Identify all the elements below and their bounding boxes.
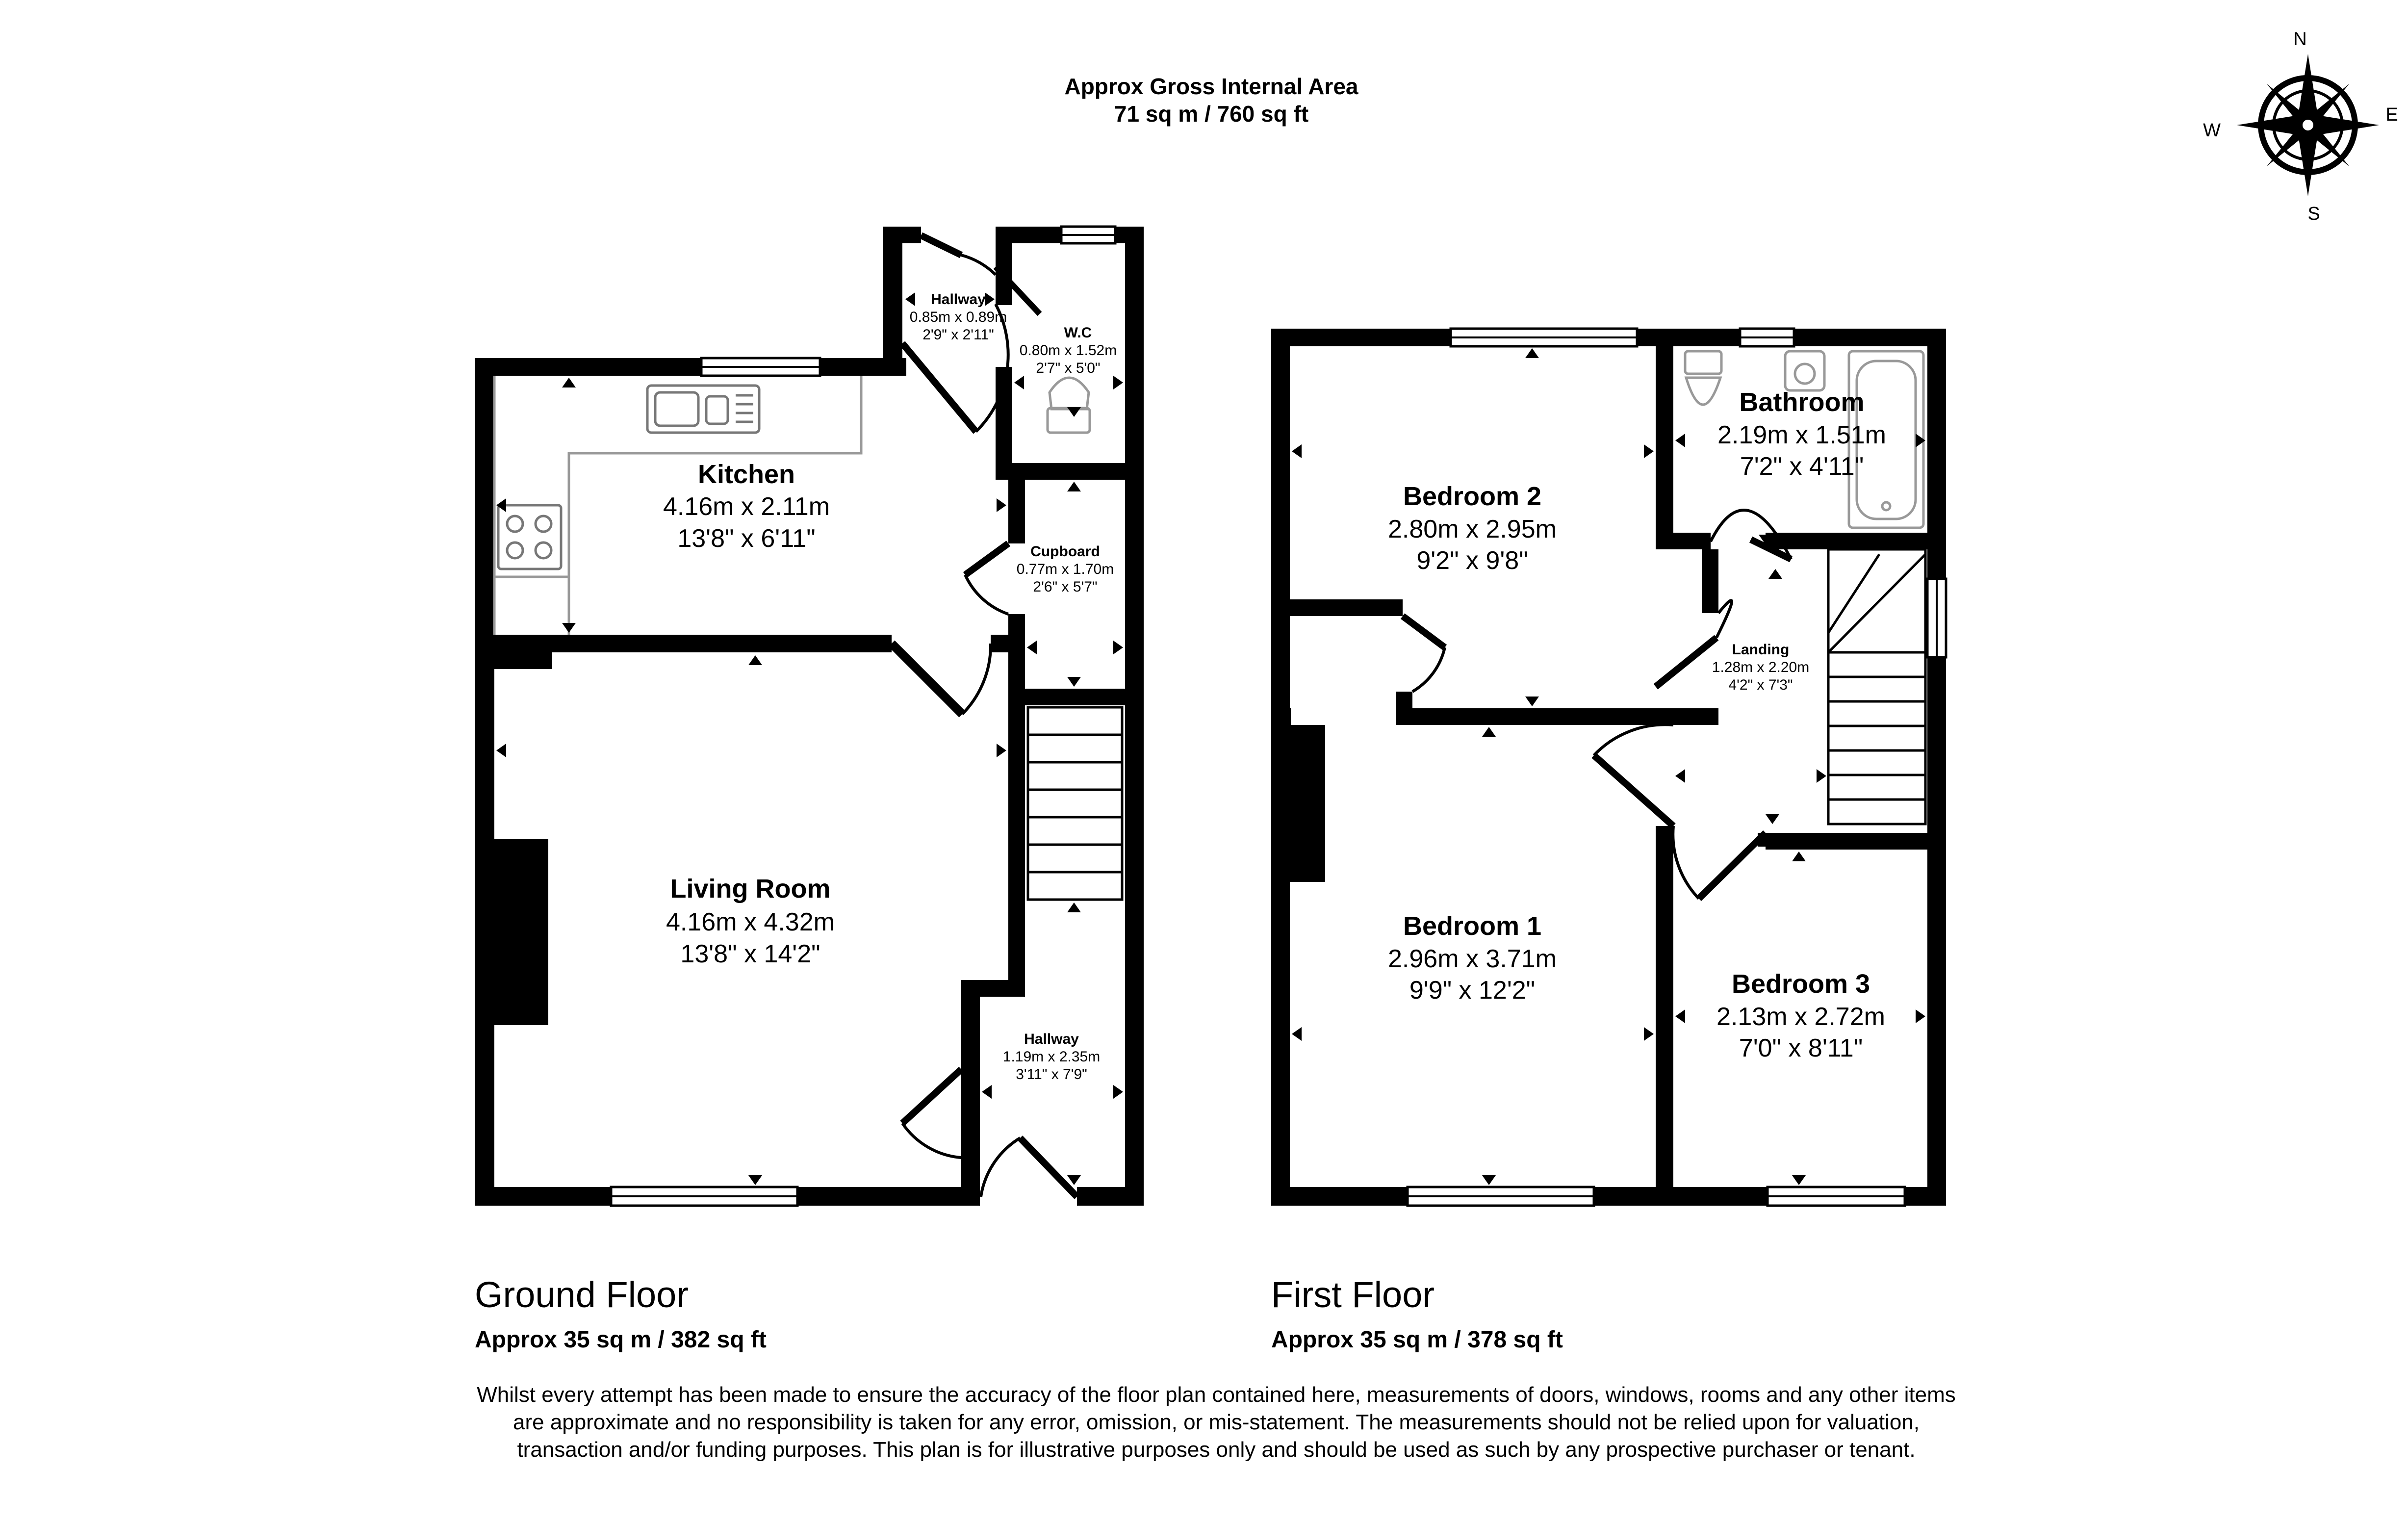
cupboard-metric: 0.77m x 1.70m [1017,561,1114,577]
bedroom-3-metric: 2.13m x 2.72m [1716,1003,1885,1031]
first-floor-dimension-arrows [1292,348,1925,1185]
bedroom-1-metric: 2.96m x 3.71m [1388,945,1557,973]
first-floor-staircase [1827,548,1927,826]
cupboard-name: Cupboard [1030,543,1100,560]
living-room-name: Living Room [670,874,831,903]
bedroom-3-imperial: 7'0" x 8'11" [1739,1034,1863,1062]
first-floor-windows [1406,327,1947,1207]
sink-icon [646,384,761,434]
bedroom-3-name: Bedroom 3 [1732,969,1870,999]
kitchen-imperial: 13'8" x 6'11" [677,524,815,553]
kitchen-metric: 4.16m x 2.11m [663,492,830,521]
cupboard-imperial: 2'6" x 5'7" [1033,579,1097,595]
bedroom-1-name: Bedroom 1 [1403,911,1541,941]
ground-floor-windows [610,225,1117,1207]
compass-east-label: E [2385,104,2398,125]
bedroom-1-imperial: 9'9" x 12'2" [1409,976,1535,1005]
wc-imperial: 2'7" x 5'0" [1036,360,1100,376]
hallway-small-imperial: 2'9" x 2'11" [922,327,994,343]
ground-floor-area: Approx 35 sq m / 382 sq ft [475,1327,767,1353]
gross-area-value: 71 sq m / 760 sq ft [1114,101,1309,127]
ground-floor-doors [888,232,1080,1199]
ground-floor-dimension-arrows [496,292,1123,1185]
bedroom-2-imperial: 9'2" x 9'8" [1416,546,1528,575]
bedroom-2-name: Bedroom 2 [1403,482,1541,511]
bathroom-name: Bathroom [1740,387,1865,417]
wc-metric: 0.80m x 1.52m [1020,342,1117,359]
living-room-imperial: 13'8" x 14'2" [680,940,820,968]
disclaimer-text: Whilst every attempt has been made to en… [477,1383,1956,1462]
gross-area-header: Approx Gross Internal Area 71 sq m / 760… [966,73,1457,128]
ground-floor-title: Ground Floor [475,1274,689,1315]
hallway-imperial: 3'11" x 7'9" [1016,1066,1087,1083]
bathroom-metric: 2.19m x 1.51m [1717,421,1886,449]
first-floor-area: Approx 35 sq m / 378 sq ft [1271,1327,1563,1353]
hallway-metric: 1.19m x 2.35m [1003,1049,1100,1065]
bathroom-imperial: 7'2" x 4'11" [1740,452,1864,481]
gross-area-title: Approx Gross Internal Area [1064,74,1358,99]
landing-name: Landing [1732,642,1790,658]
compass-north-label: N [2293,29,2306,50]
living-room-metric: 4.16m x 4.32m [666,908,835,936]
ground-floor-staircase [1026,706,1124,901]
compass-south-label: S [2307,204,2320,224]
kitchen-worktop [493,376,863,635]
landing-metric: 1.28m x 2.20m [1712,659,1809,675]
kitchen-name: Kitchen [698,460,795,489]
first-floor-title: First Floor [1271,1274,1435,1315]
hob-icon [497,504,563,570]
first-floor-doors [1400,509,1793,901]
compass-west-label: W [2203,120,2221,141]
hallway-small-metric: 0.85m x 0.89m [910,309,1007,325]
hallway-small-name: Hallway [931,291,986,308]
wc-toilet-icon [1046,376,1091,434]
hallway-name: Hallway [1024,1031,1079,1047]
compass-rose-icon [2237,54,2379,196]
bedroom-2-metric: 2.80m x 2.95m [1388,515,1557,543]
landing-imperial: 4'2" x 7'3" [1728,677,1793,693]
wc-name: W.C [1064,325,1092,341]
